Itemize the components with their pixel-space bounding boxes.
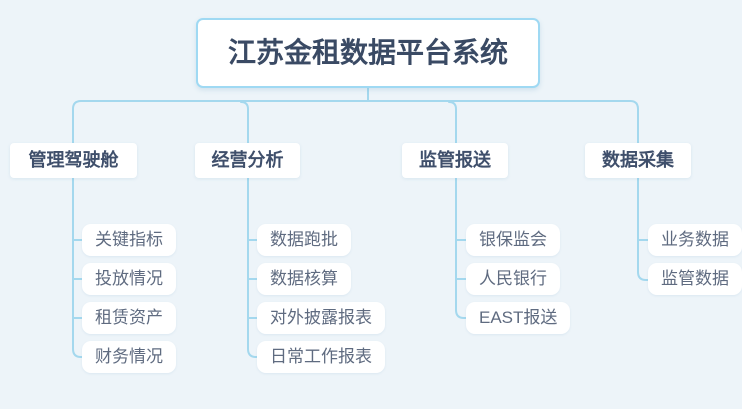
branch-node-regulatory-reporting[interactable]: 监管报送 <box>402 143 508 178</box>
leaf-node-key-indicators[interactable]: 关键指标 <box>82 224 176 256</box>
branch-node-management-cockpit[interactable]: 管理驾驶舱 <box>10 143 137 178</box>
leaf-node-pboc[interactable]: 人民银行 <box>466 263 560 295</box>
leaf-node-data-batch-run[interactable]: 数据跑批 <box>257 224 351 256</box>
branch-spine-line <box>455 177 467 319</box>
branch-spine-line <box>72 177 83 358</box>
branch-rail-line <box>72 100 639 144</box>
leaf-node-business-data[interactable]: 业务数据 <box>648 224 742 256</box>
leaf-node-daily-work-reports[interactable]: 日常工作报表 <box>257 341 385 373</box>
root-node[interactable]: 江苏金租数据平台系统 <box>196 18 540 88</box>
branch-drop-line <box>448 101 457 144</box>
leaf-node-investment-status[interactable]: 投放情况 <box>82 263 176 295</box>
branch-node-business-analysis[interactable]: 经营分析 <box>195 143 300 178</box>
leaf-node-east-reporting[interactable]: EAST报送 <box>466 302 571 334</box>
branch-spine-line <box>637 177 649 281</box>
branch-node-data-collection[interactable]: 数据采集 <box>585 143 691 178</box>
leaf-node-leasing-assets[interactable]: 租赁资产 <box>82 302 176 334</box>
branch-drop-line <box>240 101 249 144</box>
branch-spine-line <box>247 177 259 358</box>
leaf-node-cbirc[interactable]: 银保监会 <box>466 224 560 256</box>
leaf-node-financial-status[interactable]: 财务情况 <box>82 341 176 373</box>
leaf-node-external-disclosure-reports[interactable]: 对外披露报表 <box>257 302 385 334</box>
leaf-node-regulatory-data[interactable]: 监管数据 <box>648 263 742 295</box>
leaf-node-data-accounting[interactable]: 数据核算 <box>257 263 351 295</box>
